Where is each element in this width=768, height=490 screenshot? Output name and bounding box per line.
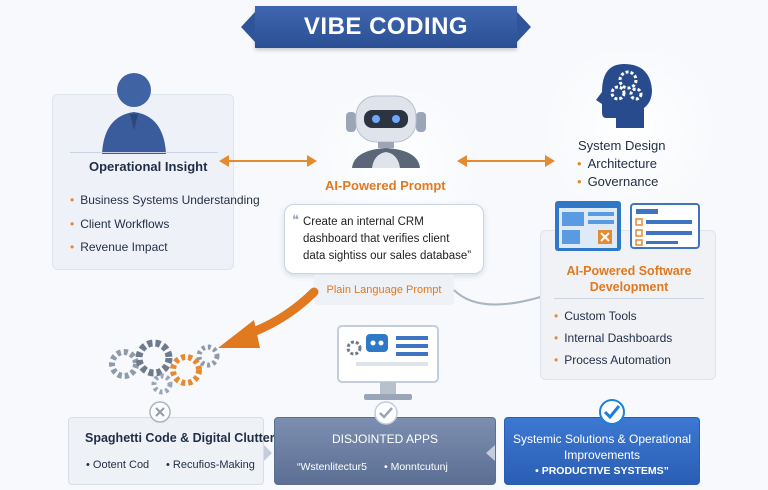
check-icon: [374, 401, 398, 425]
bottom-item: “Wstenlitectur5: [297, 461, 367, 473]
operational-insight-title: Operational Insight: [89, 159, 208, 174]
title-banner: VIBE CODING: [241, 6, 531, 48]
bullet-item: • Revenue Impact: [70, 240, 168, 254]
head-gears-icon: [596, 64, 652, 128]
chevron-right-icon: [264, 445, 272, 461]
bullet-dot: •: [86, 459, 93, 471]
bullet-dot: •: [554, 353, 559, 367]
gears-cluster-icon: [109, 339, 220, 395]
bottom-item: • Monntcutunj: [384, 461, 448, 473]
bullet-dot: •: [554, 331, 559, 345]
bottom-item-text: Ootent Cod: [92, 459, 150, 471]
bullet-item: • Business Systems Understanding: [70, 193, 260, 207]
bullet-text: Custom Tools: [564, 309, 637, 323]
bullet-text: Architecture: [587, 156, 657, 171]
ai-prompt-title: AI-Powered Prompt: [325, 178, 446, 193]
prompt-label-tag: Plain Language Prompt: [314, 275, 454, 305]
bottom-item: • Ootent Cod: [86, 459, 149, 471]
bottom-item-text: “Wstenlitectur5: [297, 461, 368, 473]
prompt-text-box: ❝ Create an internal CRM dashboard that …: [284, 204, 484, 274]
bullet-item: • Process Automation: [554, 353, 671, 367]
bullet-item: • Governance: [577, 174, 658, 189]
bullet-dot: •: [70, 217, 75, 231]
robot-icon: [346, 95, 426, 168]
check-icon: [599, 399, 625, 425]
bottom-item: • Recufios-Making: [166, 459, 255, 471]
bullet-text: Business Systems Understanding: [80, 193, 260, 207]
software-development-panel: [540, 230, 716, 380]
spaghetti-code-box: [68, 417, 264, 485]
close-icon: [149, 401, 171, 423]
bullet-text: Internal Dashboards: [564, 331, 673, 345]
spaghetti-code-title: Spaghetti Code & Digital Clutter: [85, 431, 275, 445]
bullet-dot: •: [577, 156, 582, 171]
systemic-solutions-title: Systemic Solutions & Operational Improve…: [512, 432, 692, 462]
bottom-item-text: Recufios-Making: [172, 459, 255, 471]
bullet-dot: •: [70, 240, 75, 254]
disjointed-apps-title: DISJOINTED APPS: [331, 432, 439, 446]
double-arrow-left: [219, 155, 317, 167]
chevron-left-icon: [486, 445, 495, 461]
checklist-icon: [630, 203, 700, 249]
divider: [70, 152, 218, 153]
productive-systems-label: • PRODUCTIVE SYSTEMS”: [535, 465, 669, 477]
bottom-item-text: Monntcutunj: [390, 461, 448, 473]
double-arrow-right: [457, 155, 555, 167]
bullet-item: • Architecture: [577, 156, 657, 171]
system-design-title: System Design: [578, 138, 666, 153]
bullet-text: Governance: [587, 174, 659, 189]
bullet-dot: •: [70, 193, 75, 207]
bullet-dot: •: [577, 174, 582, 189]
bullet-item: • Custom Tools: [554, 309, 637, 323]
bullet-text: Process Automation: [564, 353, 671, 367]
software-development-title: AI-Powered Software Development: [566, 264, 692, 294]
quote-icon: ❝: [292, 212, 299, 227]
person-silhouette-icon: [102, 73, 166, 154]
dashboard-window-icon: [555, 201, 621, 251]
banner-title: VIBE CODING: [303, 13, 469, 40]
disjointed-apps-box: [274, 417, 496, 485]
bullet-text: Client Workflows: [80, 217, 170, 231]
prompt-label: Plain Language Prompt: [326, 284, 442, 296]
computer-monitor-icon: [337, 325, 439, 400]
bullet-dot: •: [554, 309, 559, 323]
curved-arrow: [218, 287, 319, 348]
prompt-text: Create an internal CRM dashboard that ve…: [303, 216, 472, 262]
bullet-text: Revenue Impact: [80, 240, 168, 254]
divider: [554, 298, 704, 299]
bullet-item: • Internal Dashboards: [554, 331, 672, 345]
bullet-dot: •: [166, 459, 173, 471]
bullet-item: • Client Workflows: [70, 217, 169, 231]
bullet-dot: •: [384, 461, 391, 473]
